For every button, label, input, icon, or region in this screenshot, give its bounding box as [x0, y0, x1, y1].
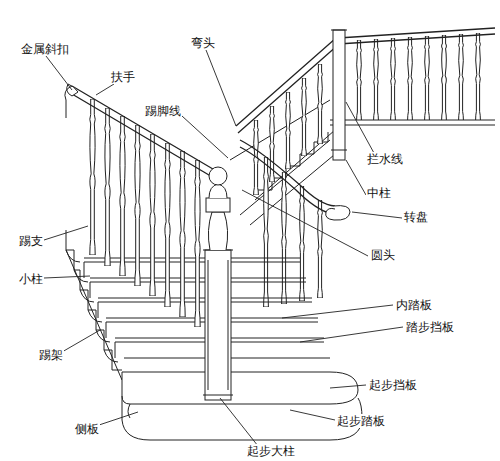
part-label: 侧板 [74, 422, 100, 436]
part-label: 起步大柱 [246, 444, 296, 458]
part-label: 踢支 [18, 234, 44, 248]
part-label: 中柱 [366, 186, 392, 200]
part-label: 扶手 [110, 70, 136, 84]
part-label: 踢脚线 [144, 104, 182, 118]
part-label: 内踏板 [395, 298, 433, 312]
part-label: 拦水线 [366, 152, 404, 166]
part-label: 圆头 [370, 248, 396, 262]
part-label: 踢架 [38, 348, 64, 362]
part-label: 弯头 [190, 36, 216, 50]
part-label: 金属斜扣 [20, 42, 70, 56]
part-label: 小柱 [18, 272, 44, 286]
part-label: 起步挡板 [368, 378, 418, 392]
part-label: 踏步挡板 [405, 320, 455, 334]
part-label: 转盘 [403, 210, 429, 224]
part-label: 起步踏板 [336, 414, 386, 428]
